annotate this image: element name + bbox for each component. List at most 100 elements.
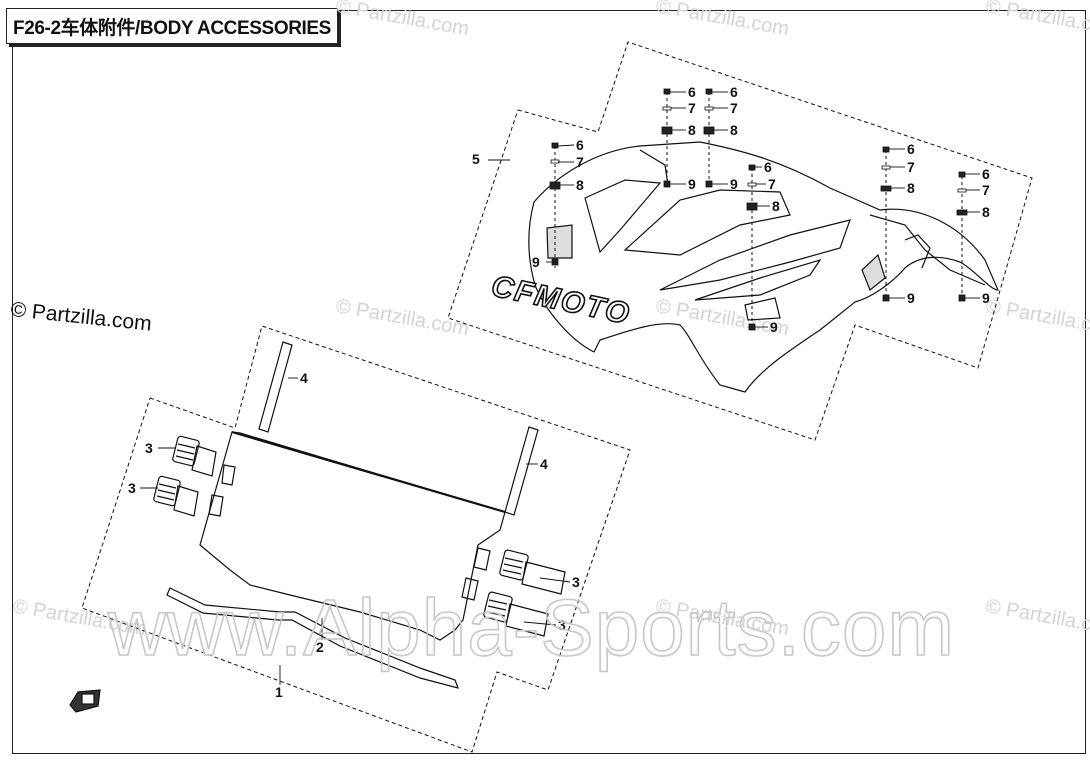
screw-icon xyxy=(958,171,966,178)
callout-1: 1 xyxy=(275,684,283,700)
leader-lines xyxy=(488,91,980,328)
watermark-text: © Partzilla.com xyxy=(984,295,1090,340)
strap-clamp xyxy=(153,475,199,517)
callout-5: 5 xyxy=(472,151,480,167)
rivet-icon xyxy=(882,294,890,302)
callout-3: 3 xyxy=(572,574,580,590)
screw-icon xyxy=(748,164,756,171)
callout-2: 2 xyxy=(316,639,324,655)
clip-nut-icon xyxy=(956,209,968,216)
clip-nut-icon xyxy=(880,185,892,192)
fender-ridge xyxy=(639,149,669,186)
screw-icon xyxy=(663,88,671,95)
fender-tab xyxy=(546,224,573,259)
watermark-text: © Partzilla.com xyxy=(334,295,471,340)
screw-icon xyxy=(551,142,559,149)
rear-fender xyxy=(528,141,999,393)
watermark-text: © Partzilla.com xyxy=(334,0,471,40)
watermark-text: © Partzilla.com xyxy=(984,0,1090,40)
fender-inner-ridge xyxy=(584,179,662,254)
fender-inner-ridge xyxy=(623,189,791,256)
skid-plate-slot xyxy=(208,494,224,517)
callout-3: 3 xyxy=(128,480,136,496)
rivet-icon xyxy=(958,294,966,302)
callout-4: 4 xyxy=(300,370,308,386)
callout-7: 7 xyxy=(982,182,990,198)
callout-7: 7 xyxy=(907,159,915,175)
callout-6: 6 xyxy=(576,137,584,153)
fender-tab xyxy=(861,253,886,291)
fastener-columns xyxy=(554,92,963,328)
rivet-icon xyxy=(748,323,756,331)
diagram-frame xyxy=(12,10,1086,754)
screw-icon xyxy=(882,146,890,153)
washer-icon xyxy=(957,188,967,193)
callout-6: 6 xyxy=(688,84,696,100)
fender-assembly: CFMOTO xyxy=(447,41,1033,441)
callout-9: 9 xyxy=(770,319,778,335)
watermark-large: www.Alpha-Sports.com xyxy=(107,583,955,672)
clip-nut-icon xyxy=(703,126,715,135)
strap-clamp xyxy=(499,549,566,595)
callout-7: 7 xyxy=(688,100,696,116)
orientation-icon xyxy=(69,689,101,713)
callout-6: 6 xyxy=(907,141,915,157)
screw-icon xyxy=(705,88,713,95)
diagram-title: F26-2车体附件/BODY ACCESSORIES xyxy=(6,8,338,44)
callout-6: 6 xyxy=(764,159,772,175)
washer-icon xyxy=(550,159,560,164)
skid-plate-slot xyxy=(461,577,479,601)
callout-9: 9 xyxy=(532,254,540,270)
fender-side-vent xyxy=(694,258,822,301)
skid-plate-edge xyxy=(231,430,506,514)
rivet-icon xyxy=(663,180,671,188)
fender-side-vent xyxy=(659,219,851,291)
callout-6: 6 xyxy=(982,166,990,182)
skid-plate xyxy=(199,431,506,641)
callout-8: 8 xyxy=(576,177,584,193)
fender-group-outline xyxy=(447,41,1033,441)
washer-icon xyxy=(704,106,714,111)
strap-clamp xyxy=(483,591,549,637)
fender-ridge xyxy=(904,234,931,269)
rivet-icon xyxy=(705,180,713,188)
callout-9: 9 xyxy=(982,290,990,306)
watermark-text: © Partzilla.com xyxy=(654,0,791,40)
callout-8: 8 xyxy=(907,180,915,196)
leader-lines-lower xyxy=(140,377,571,685)
plate-assembly xyxy=(69,325,631,753)
watermark-text: © Partzilla.com xyxy=(984,595,1090,640)
callout-8: 8 xyxy=(730,122,738,138)
clip-nut-icon xyxy=(746,202,758,211)
fastener-parts xyxy=(549,88,968,331)
watermark-group: © Partzilla.com © Partzilla.com © Partzi… xyxy=(11,0,1090,640)
callout-6: 6 xyxy=(730,84,738,100)
callout-4: 4 xyxy=(540,456,548,472)
seal-strip xyxy=(258,341,293,433)
washer-icon xyxy=(881,165,891,170)
skid-plate-slot xyxy=(473,547,491,571)
bracket-rod xyxy=(166,587,459,689)
clip-nut-icon xyxy=(549,181,561,190)
callout-8: 8 xyxy=(772,198,780,214)
callout-9: 9 xyxy=(907,290,915,306)
callout-3: 3 xyxy=(558,617,566,633)
callout-7: 7 xyxy=(730,100,738,116)
washer-icon xyxy=(662,106,672,111)
washer-icon xyxy=(747,182,757,187)
fender-tab xyxy=(744,297,781,321)
callout-9: 9 xyxy=(688,176,696,192)
callout-8: 8 xyxy=(688,122,696,138)
brand-logo: CFMOTO xyxy=(489,270,634,332)
clip-nut-icon xyxy=(661,126,673,135)
fender-rear-tip xyxy=(869,214,986,286)
callout-7: 7 xyxy=(576,154,584,170)
strap-clamp xyxy=(172,435,217,477)
callout-7: 7 xyxy=(768,176,776,192)
skid-plate-slot xyxy=(221,464,236,486)
callout-labels: 5 6 7 8 9 6 7 8 9 6 7 8 9 6 7 8 9 6 7 8 … xyxy=(128,84,990,700)
callout-3: 3 xyxy=(145,440,153,456)
seal-strip xyxy=(504,426,539,516)
callout-8: 8 xyxy=(982,204,990,220)
